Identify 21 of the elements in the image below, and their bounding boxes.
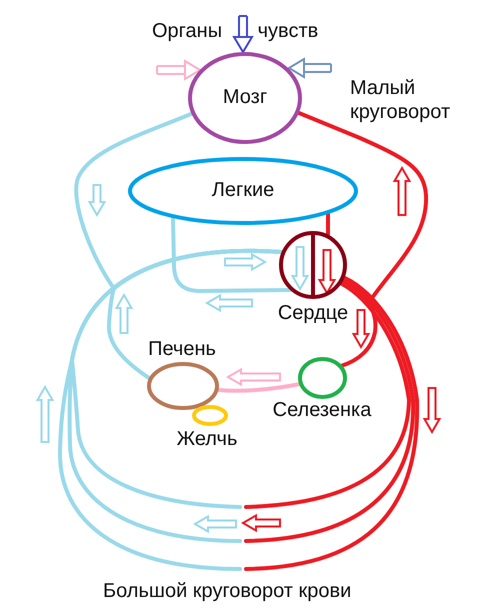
text-label: Малый круговорот <box>350 76 452 124</box>
arrow <box>288 58 332 78</box>
node-label: Сердце <box>278 302 348 325</box>
arrow <box>156 60 201 80</box>
ellipse-node <box>128 157 358 225</box>
node-label: Селезенка <box>272 399 372 422</box>
node-text: Органы чувств <box>152 16 318 46</box>
direction-arrow <box>352 309 370 349</box>
node-label: Мозг <box>222 86 268 109</box>
node-label: Печень <box>148 338 216 361</box>
node-label: Легкие <box>212 179 274 202</box>
direction-arrow <box>226 368 281 386</box>
connector-line <box>326 212 330 236</box>
arrow <box>233 15 253 53</box>
connector-line <box>244 282 411 509</box>
connector-line <box>171 216 292 293</box>
ellipse-node <box>188 52 302 144</box>
node-label: Желчь <box>176 428 238 451</box>
connector-line <box>297 111 428 300</box>
connector-line <box>217 382 302 393</box>
text-label: Большой круговорот крови <box>103 581 352 601</box>
